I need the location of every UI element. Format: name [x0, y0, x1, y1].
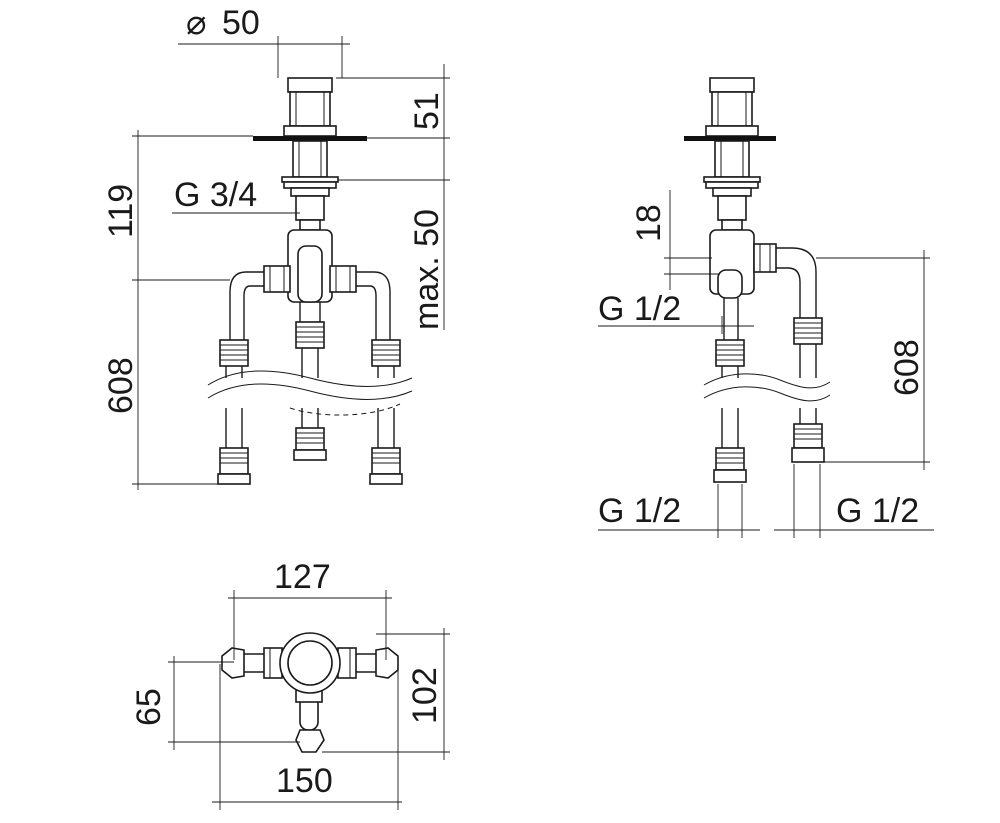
top-view [168, 590, 450, 810]
diameter-dimension: 50 [222, 4, 260, 42]
dimension-119: 119 [102, 184, 140, 238]
diameter-symbol: ⌀ [186, 4, 206, 42]
dimension-102: 102 [406, 667, 444, 724]
dimension-51: 51 [408, 92, 446, 130]
dimension-127: 127 [274, 558, 331, 596]
dimension-18: 18 [630, 204, 668, 242]
dimension-max50: max. 50 [408, 209, 446, 330]
thread-g12-bottom-right-label: G 1/2 [836, 492, 919, 530]
side-view [598, 77, 934, 538]
dimension-608-side: 608 [888, 339, 926, 396]
thread-g12-upper-label: G 1/2 [598, 290, 681, 328]
dimension-608-front: 608 [102, 357, 140, 414]
dimension-150: 150 [276, 762, 333, 800]
front-view [132, 36, 450, 490]
thread-g34-label: G 3/4 [174, 176, 257, 214]
dimension-65: 65 [130, 688, 168, 726]
thread-g12-bottom-left-label: G 1/2 [598, 492, 681, 530]
